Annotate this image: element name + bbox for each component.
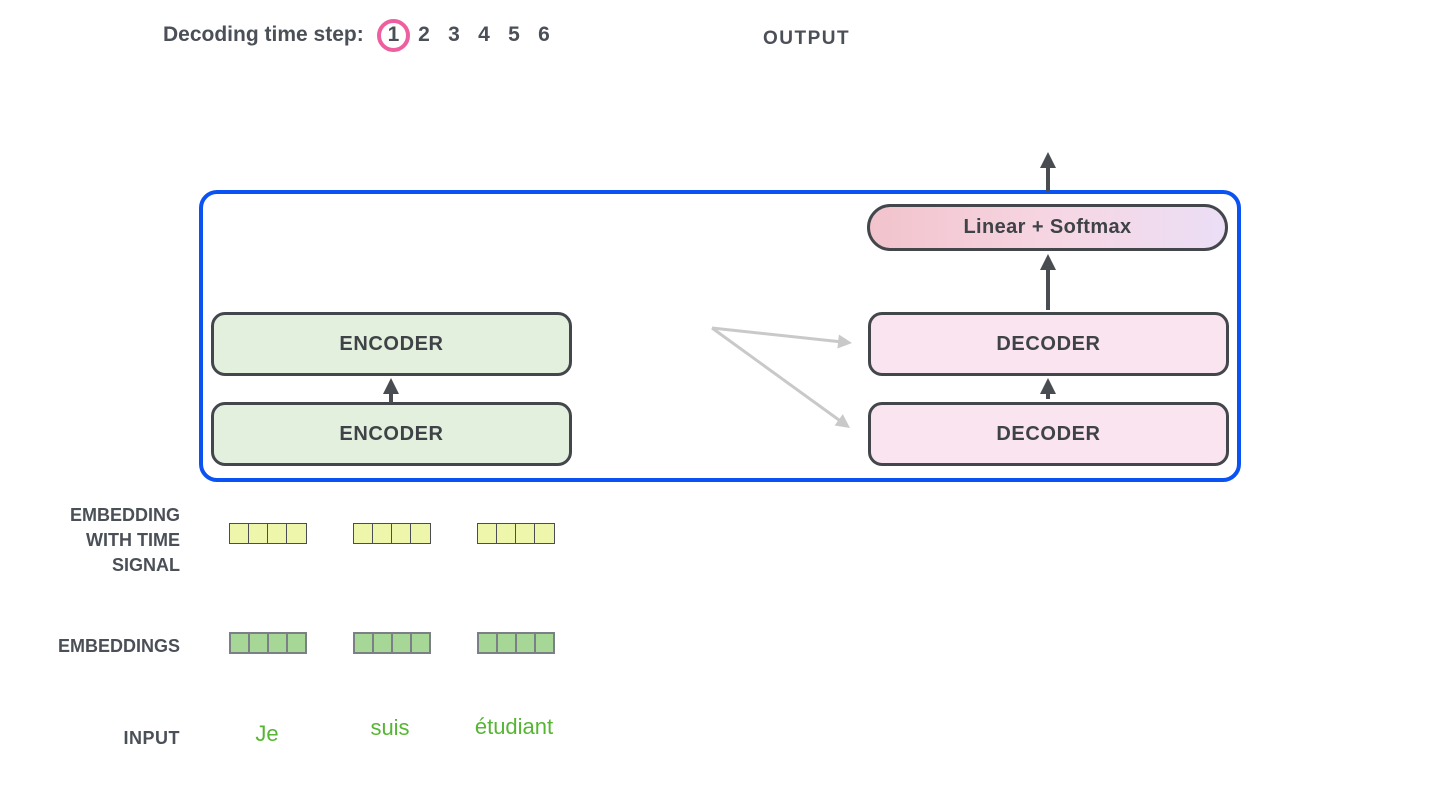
- embedding-with-time-signal-label: EMBEDDING WITH TIME SIGNAL: [0, 503, 180, 578]
- input-token-etudiant: étudiant: [474, 714, 554, 739]
- vector-cell: [229, 523, 250, 544]
- decoder-top-box: DECODER: [868, 312, 1229, 376]
- embeddings-label: EMBEDDINGS: [57, 636, 180, 656]
- time-step-5[interactable]: 5: [508, 23, 520, 46]
- vector-cell: [391, 632, 412, 654]
- embedding-vector-1: [229, 632, 307, 654]
- output-arrow-icon: [1040, 152, 1056, 191]
- time-step-4[interactable]: 4: [478, 23, 490, 46]
- embedding-with-time-signal-line3: SIGNAL: [111, 555, 180, 575]
- vector-cell: [496, 632, 517, 654]
- time-step-selector: 1 2 3 4 5 6: [377, 17, 559, 53]
- output-label: OUTPUT: [763, 28, 851, 49]
- vector-cell: [248, 632, 269, 654]
- embedding-with-time-signal-line1: EMBEDDING: [69, 505, 180, 525]
- vector-cell: [477, 523, 498, 544]
- encoder-decoder-stack-container: [199, 190, 1241, 482]
- vector-cell: [496, 523, 517, 544]
- encoder-top-box: ENCODER: [211, 312, 572, 376]
- vector-cell: [248, 523, 269, 544]
- time-signal-vector-3: [477, 523, 555, 544]
- time-step-1: 1: [387, 23, 400, 46]
- time-signal-vector-1: [229, 523, 307, 544]
- vector-cell: [391, 523, 412, 544]
- time-step-1-active-circle[interactable]: 1: [377, 18, 410, 52]
- vector-cell: [353, 523, 374, 544]
- time-step-3[interactable]: 3: [448, 23, 460, 46]
- encoder-bottom-box: ENCODER: [211, 402, 572, 466]
- time-step-6[interactable]: 6: [538, 23, 550, 46]
- embedding-vector-2: [353, 632, 431, 654]
- vector-cell: [229, 632, 250, 654]
- vector-cell: [477, 632, 498, 654]
- input-token-suis: suis: [370, 715, 410, 740]
- vector-cell: [534, 523, 555, 544]
- input-token-je: Je: [255, 721, 279, 746]
- vector-cell: [410, 632, 431, 654]
- vector-cell: [372, 523, 393, 544]
- vector-cell: [515, 632, 536, 654]
- vector-cell: [267, 632, 288, 654]
- vector-cell: [515, 523, 536, 544]
- vector-cell: [286, 523, 307, 544]
- time-signal-vector-2: [353, 523, 431, 544]
- embedding-with-time-signal-line2: WITH TIME: [86, 530, 180, 550]
- vector-cell: [410, 523, 431, 544]
- decoder-bottom-box: DECODER: [868, 402, 1229, 466]
- vector-cell: [534, 632, 555, 654]
- vector-cell: [267, 523, 288, 544]
- time-step-2[interactable]: 2: [418, 23, 430, 46]
- decoding-time-step-label: Decoding time step:: [163, 23, 364, 46]
- input-label: INPUT: [123, 728, 180, 748]
- vector-cell: [353, 632, 374, 654]
- vector-cell: [286, 632, 307, 654]
- vector-cell: [372, 632, 393, 654]
- linear-softmax-box: Linear + Softmax: [867, 204, 1228, 251]
- embedding-vector-3: [477, 632, 555, 654]
